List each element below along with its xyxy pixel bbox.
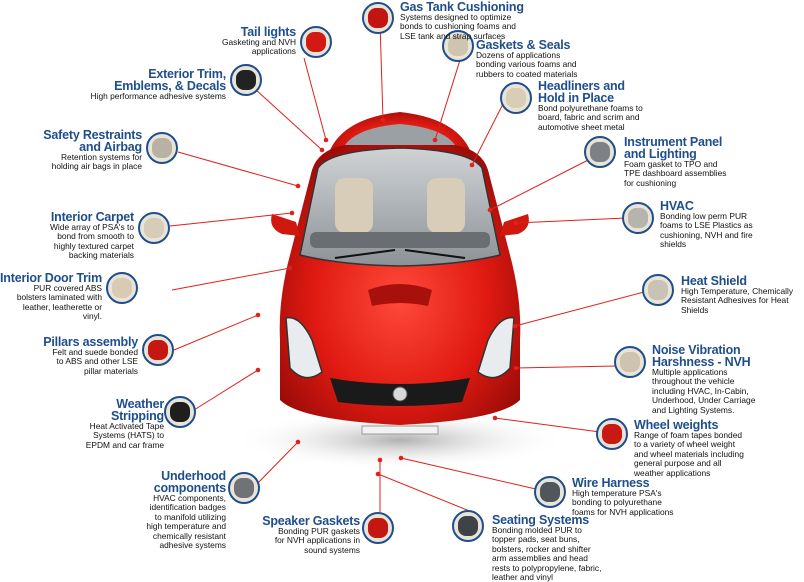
callout-desc: Bonding low perm PUR foams to LSE Plasti…: [660, 211, 753, 250]
callout-title: Instrument Panel and Lighting: [624, 135, 723, 161]
mirror-left: [271, 214, 300, 236]
callout-door-trim: Interior Door Trim PUR covered ABS bolst…: [0, 272, 102, 322]
callout-title: Tail lights: [240, 25, 296, 39]
callout-wheel: Wheel weights Range of foam tapes bonded…: [634, 419, 744, 478]
callout-desc: Bond polyurethane foams to board, fabric…: [538, 103, 643, 132]
callout-gaskets: Gaskets & Seals Dozens of applications b…: [476, 39, 577, 79]
callout-title: Seating Systems: [492, 513, 590, 527]
callout-underhood: Underhood components HVAC components, id…: [124, 470, 226, 550]
nvh-foam-icon: [614, 346, 646, 378]
callout-title: HVAC: [660, 199, 694, 213]
dashboard: [310, 232, 490, 248]
carpet-icon: [138, 212, 170, 244]
callout-desc: High performance adhesive systems: [90, 91, 226, 101]
heat-shield-icon: [642, 274, 674, 306]
callout-headliners: Headliners and Hold in Place Bond polyur…: [538, 80, 643, 132]
callout-title: Exterior Trim, Emblems, & Decals: [114, 67, 226, 93]
callout-desc: Dozens of applications bonding various f…: [476, 50, 578, 79]
callout-hvac: HVAC Bonding low perm PUR foams to LSE P…: [660, 200, 753, 250]
callout-title: Gas Tank Cushioning: [400, 0, 524, 14]
headliner-icon: [500, 82, 532, 114]
connector-dots: [255, 117, 519, 477]
callout-title: Gaskets & Seals: [476, 38, 571, 52]
callout-title: Weather Stripping: [110, 397, 164, 423]
airbag-icon: [146, 132, 178, 164]
rear-window: [342, 124, 458, 150]
callout-exterior-trim: Exterior Trim, Emblems, & Decals High pe…: [70, 67, 227, 101]
callout-nvh: Noise Vibration Harshness - NVH Multiple…: [652, 344, 755, 415]
mirror-right: [500, 214, 529, 236]
connector-lines: [169, 21, 645, 513]
callout-desc: HVAC components, identification badges t…: [146, 493, 226, 551]
callout-title: Interior Carpet: [50, 210, 134, 224]
callout-desc: Bonding molded PUR to topper pads, seat …: [492, 525, 602, 582]
callout-heat-shield: Heat Shield High Temperature, Chemically…: [681, 275, 793, 315]
callout-speaker: Speaker Gaskets Bonding PUR gaskets for …: [252, 515, 360, 555]
callout-desc: Range of foam tapes bonded to a variety …: [634, 430, 744, 478]
callout-weather: Weather Stripping Heat Activated Tape Sy…: [60, 398, 164, 450]
callout-title: Pillars assembly: [43, 335, 138, 349]
callout-title: Headliners and Hold in Place: [538, 79, 625, 105]
callout-title: Safety Restraints and Airbag: [43, 128, 142, 154]
callout-desc: Systems designed to optimize bonds to cu…: [400, 12, 516, 41]
callout-desc: Retention systems for holding air bags i…: [51, 152, 142, 172]
speaker-gasket-icon: [362, 512, 394, 544]
callout-desc: PUR covered ABS bolsters laminated with …: [16, 283, 102, 322]
callout-title: Noise Vibration Harshness - NVH: [652, 343, 751, 369]
engine-icon: [228, 472, 260, 504]
callout-title: Wire Harness: [572, 476, 650, 490]
callout-desc: Foam gasket to TPO and TPE dashboard ass…: [624, 159, 727, 188]
gasket-icon: [442, 30, 474, 62]
callout-desc: High temperature PSA's bonding to polyur…: [572, 488, 674, 517]
gas-tank-foam-icon: [362, 2, 394, 34]
callout-desc: Bonding PUR gaskets for NVH applications…: [274, 526, 360, 555]
seat-left: [335, 178, 373, 233]
callout-desc: Heat Activated Tape Systems (HATS) to EP…: [85, 421, 164, 450]
dashboard-icon: [584, 136, 616, 168]
car-shadow: [230, 410, 570, 470]
headlight-left: [285, 316, 323, 379]
license-plate: [361, 425, 439, 435]
door-trim-icon: [106, 272, 138, 304]
callout-title: Underhood components: [153, 469, 227, 495]
callout-title: Wheel weights: [634, 418, 719, 432]
callout-title: Interior Door Trim: [0, 271, 102, 285]
callout-desc: Multiple applications throughout the veh…: [652, 367, 756, 415]
callout-instrument: Instrument Panel and Lighting Foam gaske…: [624, 136, 726, 188]
emblem-icon: [230, 64, 262, 96]
callout-desc: Gasketing and NVH applications: [221, 37, 296, 57]
callout-title: Heat Shield: [681, 274, 747, 288]
hood-scoop: [368, 284, 432, 306]
callout-gas-tank: Gas Tank Cushioning Systems designed to …: [400, 1, 524, 41]
callout-desc: Felt and suede bonded to ABS and other L…: [52, 347, 138, 376]
callout-wire: Wire Harness High temperature PSA's bond…: [572, 477, 673, 517]
tail-light-icon: [300, 26, 332, 58]
wire-harness-icon: [534, 476, 566, 508]
callout-desc: High Temperature, Chemically Resistant A…: [681, 286, 794, 315]
wheel-weight-icon: [596, 418, 628, 450]
callout-desc: Wide array of PSA's to bond from smooth …: [50, 222, 134, 261]
callout-tail-lights: Tail lights Gasketing and NVH applicatio…: [196, 26, 296, 57]
seat-right: [427, 178, 465, 233]
seat-icon: [452, 510, 484, 542]
callout-title: Speaker Gaskets: [262, 514, 360, 528]
callout-carpet: Interior Carpet Wide array of PSA's to b…: [30, 211, 134, 261]
hvac-icon: [622, 202, 654, 234]
callout-safety: Safety Restraints and Airbag Retention s…: [22, 129, 142, 172]
weather-strip-icon: [164, 396, 196, 428]
callout-pillars: Pillars assembly Felt and suede bonded t…: [30, 336, 138, 376]
car-emblem: [392, 386, 408, 402]
pillar-icon: [142, 334, 174, 366]
headlight-right: [477, 316, 515, 379]
